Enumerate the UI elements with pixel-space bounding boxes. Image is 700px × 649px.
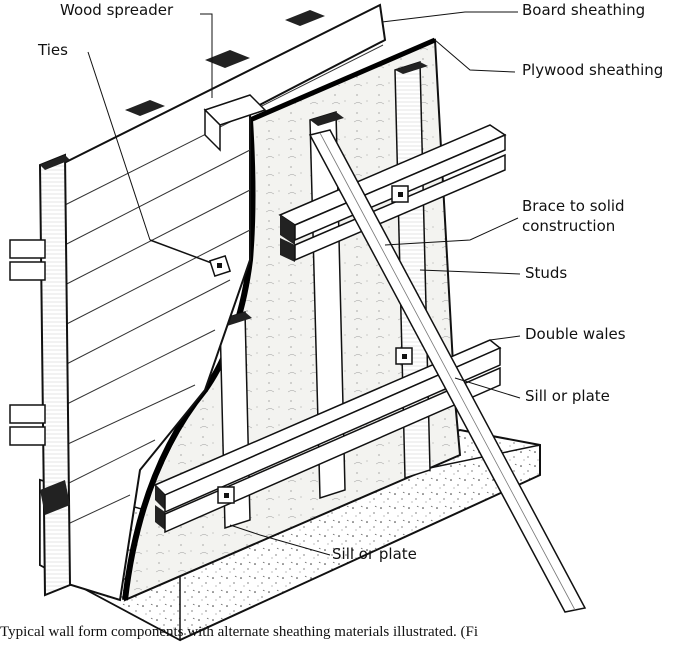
ties <box>149 239 232 278</box>
figure-caption: Typical wall form components with altern… <box>0 624 478 640</box>
label-brace-line1: Brace to solid <box>522 197 625 215</box>
label-sill-or-plate-right: Sill or plate <box>525 387 610 405</box>
label-plywood-sheathing: Plywood sheathing <box>522 61 664 79</box>
brace <box>308 129 587 613</box>
label-ties: Ties <box>38 41 68 59</box>
label-board-sheathing: Board sheathing <box>522 1 646 19</box>
label-brace-line2: construction <box>522 217 616 235</box>
label-studs: Studs <box>525 264 568 282</box>
label-wood-spreader: Wood spreader <box>60 1 174 19</box>
wood-spreader <box>203 94 267 152</box>
leader-lines <box>87 11 521 556</box>
board-sheathing <box>48 3 387 602</box>
left-strongback <box>38 153 72 597</box>
left-wales <box>9 239 46 446</box>
label-sill-or-plate-bottom: Sill or plate <box>332 545 417 563</box>
label-double-wales: Double wales <box>525 325 626 343</box>
lower-double-wales <box>153 339 502 534</box>
upper-double-wales <box>278 124 507 262</box>
